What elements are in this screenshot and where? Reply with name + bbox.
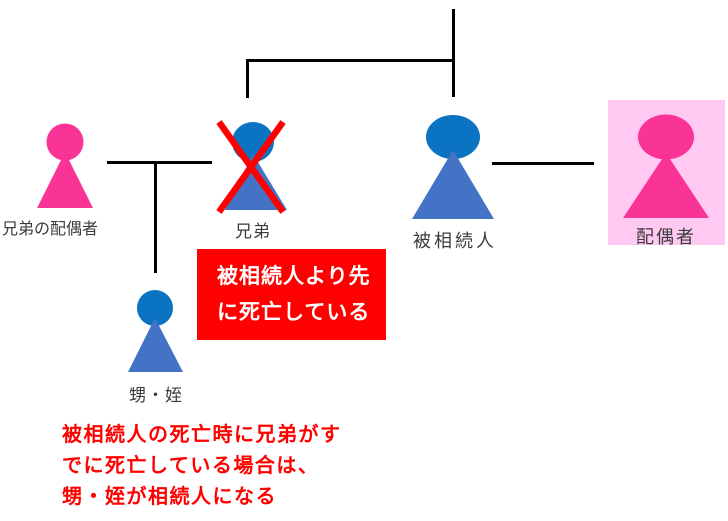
decedent-label: 被相続人: [413, 231, 497, 251]
sibling-spouse-person-icon: [37, 123, 93, 208]
connector-sibling-horizontal-line: [246, 59, 455, 62]
predeceased-callout-box: 被相続人より先 に死亡している: [197, 249, 386, 340]
connector-child-drop-line: [154, 161, 157, 273]
connector-parent-drop-line: [452, 9, 455, 97]
person-body: [412, 150, 494, 219]
note-line-1: 被相続人の死亡時に兄弟がす: [62, 424, 342, 446]
callout-line-1: 被相続人より先: [217, 265, 371, 288]
inheritance-note: 被相続人の死亡時に兄弟がす でに死亡している場合は、 甥・姪が相続人になる: [62, 420, 342, 513]
connector-left-couple-line: [107, 161, 212, 164]
person-body: [623, 153, 709, 218]
person-body: [37, 152, 93, 208]
decedent-person-icon: [412, 115, 494, 219]
spouse-label: 配偶者: [636, 227, 696, 247]
person-body: [128, 318, 183, 372]
person-head: [638, 114, 694, 160]
deceased-x-icon: [216, 120, 286, 214]
person-head: [137, 290, 173, 326]
connector-right-couple-line: [492, 162, 594, 165]
spouse-person-icon: [623, 114, 709, 218]
sibling-label: 兄弟: [235, 222, 271, 241]
note-line-3: 甥・姪が相続人になる: [62, 486, 277, 508]
nephew-niece-person-icon: [128, 290, 183, 372]
note-line-2: でに死亡している場合は、: [62, 455, 320, 477]
x-stroke-2: [216, 120, 286, 214]
person-head: [46, 123, 84, 161]
person-head: [426, 115, 480, 159]
callout-line-2: に死亡している: [217, 301, 371, 324]
nephew-niece-label: 甥・姪: [129, 386, 183, 405]
connector-sibling-drop-line: [246, 59, 249, 98]
sibling-spouse-label: 兄弟の配偶者: [2, 221, 99, 238]
